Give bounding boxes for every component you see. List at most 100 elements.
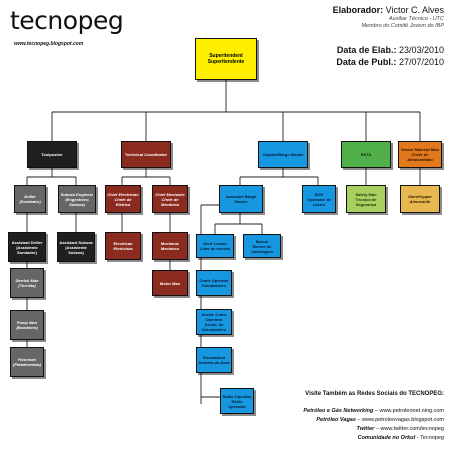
node-label: Senior Material Man	[401, 147, 439, 152]
node-captain-barge-master: Captain/Barge Master	[258, 141, 308, 168]
node-label: Mecânico	[160, 246, 180, 251]
node-label: StoreKepper	[407, 194, 432, 199]
publication-label: Data de Publ.:	[336, 57, 397, 67]
node-label: Chefe de Mecânica	[160, 196, 179, 207]
node-label: Almoxarife	[409, 199, 431, 204]
author-line: Elaborador: Victor C. Alves	[333, 5, 444, 15]
elaboration-label: Data de Elab.:	[336, 45, 397, 55]
node-label: Deck Leader	[203, 241, 227, 246]
node-label: Chefe de Almoxarifado	[407, 152, 433, 162]
node-assistant-barge-master: Assistant Barge Master	[219, 185, 263, 213]
social-line-orkut: Comunidade no Orkut - Tecnopeg	[358, 434, 444, 443]
node-label: Assist. Crane Operator	[201, 312, 227, 322]
node-label: Mechanic	[160, 241, 180, 246]
logo: tecnopeg	[10, 6, 124, 35]
author-name: Victor C. Alves	[385, 5, 444, 15]
node-technical-coordinator: Technical Coordinator	[121, 141, 171, 168]
node-label: Homem-de-Área	[198, 360, 230, 365]
node-label: (Bombeiro)	[16, 325, 38, 330]
node-label: Electrican	[113, 241, 133, 246]
social-link[interactable]: – www.petroleonet.ning.com	[373, 408, 444, 414]
node-label: Toolpusher	[41, 152, 63, 157]
node-label: (Plataformista)	[12, 362, 41, 367]
node-label: Bosun	[255, 238, 269, 244]
node-label: Chefe de Elétrica	[114, 196, 132, 207]
node-label: Chief Mechanic	[155, 191, 185, 197]
node-label: Subsea Engineer	[60, 191, 94, 197]
social-label: Comunidade no Orkut	[357, 435, 416, 441]
node-subsea-engineer: Subsea Engineer(Engenheiro Subsea)	[58, 185, 96, 213]
node-label: Superitendent	[209, 53, 243, 59]
node-label: Crane Operator	[199, 278, 229, 283]
logo-url: www.tecnopeg.blogspot.com	[14, 41, 84, 47]
node-label: Motor Man	[159, 280, 181, 286]
node-label: Operador de Lastro	[307, 196, 331, 207]
elaboration-date: 23/03/2010	[398, 45, 444, 55]
node-label: Pump Man	[16, 320, 38, 325]
node-label: Mestre de Cabotagem	[251, 243, 273, 254]
social-line-twitter: Twitter – www.twitter.com/tecnopeg	[356, 425, 444, 434]
node-rsta: RSTA	[341, 141, 391, 168]
node-label: RSTA	[360, 152, 372, 157]
node-label: Floorman	[17, 357, 37, 362]
social-line-vagas: Petróleo Vagas – www.petroleovagas.blogs…	[316, 416, 444, 425]
social-link[interactable]: - Tecnopeg	[415, 435, 444, 441]
social-link[interactable]: – www.petroleovagas.blogspot.com	[355, 417, 444, 423]
node-label: Superitendente	[207, 59, 245, 65]
social-title: Visite Também as Redes Sociais do TECNOP…	[305, 391, 444, 397]
node-assistant-subsea: Assistant Subsea(Assistente Subsea)	[57, 232, 95, 262]
elaboration-date-line: Data de Elab.: 23/03/2010	[337, 45, 444, 55]
node-label: Chief Electrician	[107, 191, 139, 197]
node-toolpusher: Toolpusher	[27, 141, 77, 168]
publication-date-line: Data de Publ.: 27/07/2010	[336, 57, 444, 67]
node-assistant-driller: Assistant Driller(Assistente Sondador)	[8, 232, 46, 262]
node-label: Roustabout	[202, 355, 226, 360]
author-label: Elaborador:	[332, 5, 384, 15]
node-label: Derrick Man	[15, 278, 39, 283]
node-floorman: Floorman(Plataformista)	[10, 347, 44, 377]
node-label: Líder de convés	[199, 246, 231, 251]
node-label: Technical Coordinator	[124, 152, 168, 157]
social-line-networking: Petróleo e Gás Networking – www.petroleo…	[303, 407, 444, 416]
node-label: BOS	[314, 191, 324, 197]
author-role-1: Auxiliar Técnico - UTC	[388, 16, 444, 22]
social-link[interactable]: – www.twitter.com/tecnopeg	[374, 426, 444, 432]
node-label: (Assistente Sondador)	[16, 244, 38, 255]
social-label: Petróleo e Gás Networking	[303, 408, 374, 414]
node-label: Rádio Operador	[227, 398, 246, 409]
node-label: (Engenheiro Subsea)	[65, 196, 89, 207]
social-label: Twitter	[356, 426, 375, 432]
node-pump-man: Pump Man(Bombeiro)	[10, 310, 44, 340]
node-label: (Sondador)	[19, 199, 41, 204]
publication-date: 27/07/2010	[398, 57, 444, 67]
node-label: Assist. de Guindasteiro	[201, 322, 227, 332]
node-label: Safety Man	[355, 191, 377, 197]
node-label: Assistant Subsea	[59, 239, 93, 245]
node-label: (Torrista)	[18, 283, 36, 288]
author-role-2: Membro do Comitê Jovem do IBP	[361, 23, 444, 29]
node-derrick-man: Derrick Man(Torrista)	[10, 268, 44, 298]
social-label: Petróleo Vagas	[316, 417, 356, 423]
node-label: Guindasteiro	[201, 283, 227, 288]
node-label: Eletricista	[113, 246, 133, 251]
node-motor-man: Motor Man	[152, 270, 188, 296]
node-driller: Driller(Sondador)	[14, 185, 46, 213]
node-label: Assistant Barge Master	[225, 194, 257, 204]
node-label: Captain/Barge Master	[262, 152, 304, 157]
node-label: (Assistente Subsea)	[65, 244, 87, 255]
